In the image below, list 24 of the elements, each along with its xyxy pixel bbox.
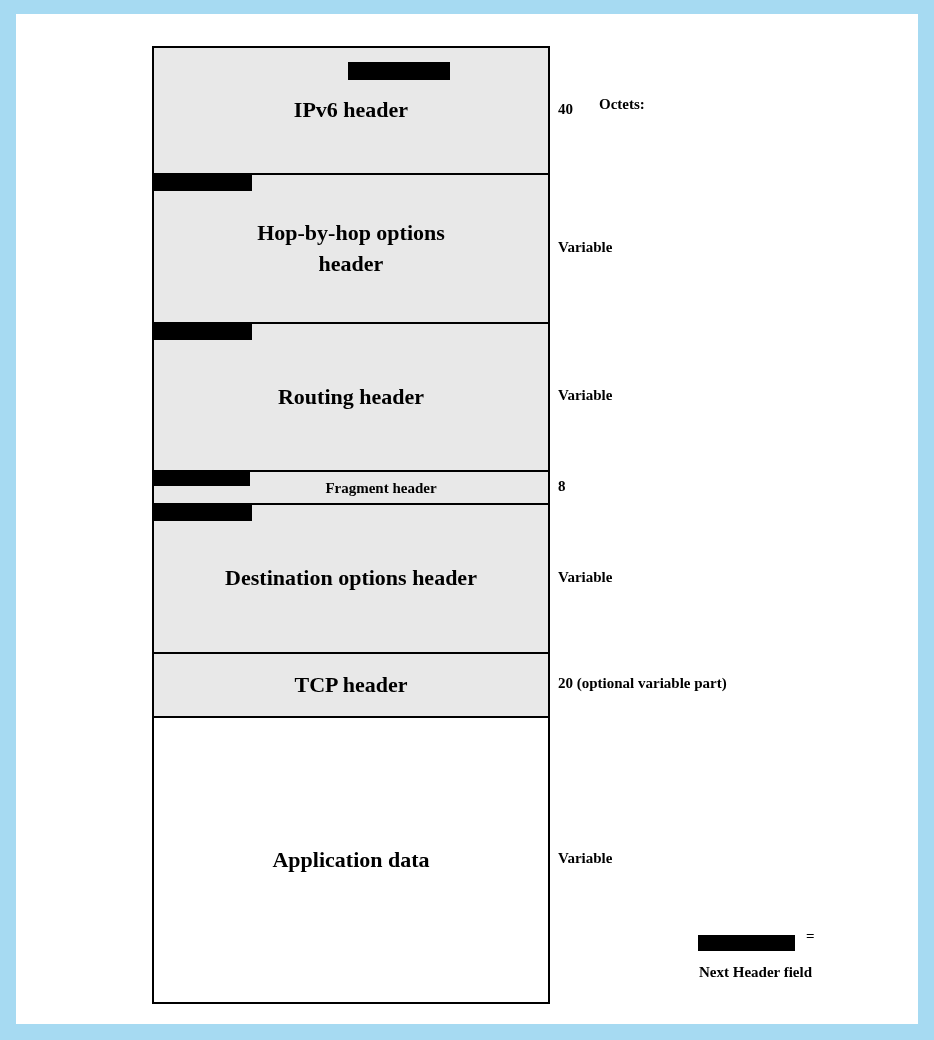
header-name: IPv6 header (293, 96, 409, 125)
equals-sign: = (806, 928, 815, 945)
octet-count: Variable (558, 238, 613, 256)
header-box (152, 652, 550, 718)
column-heading: Octets: (599, 96, 645, 113)
header-name: Routing header (277, 382, 425, 411)
header-box (152, 46, 550, 175)
octet-count: Variable (558, 850, 613, 867)
header-box (152, 470, 550, 505)
header-name: Hop-by-hop options header (256, 218, 446, 278)
octet-count: 20 (optional variable part) (558, 675, 727, 692)
header-box (152, 716, 550, 1004)
octet-count: 40 (558, 100, 573, 118)
octet-count: 8 (558, 477, 566, 495)
header-name: Fragment header (325, 479, 437, 498)
legend-text: Next Header field (699, 964, 813, 981)
header-name: TCP header (294, 670, 408, 699)
octet-count: Variable (558, 387, 613, 404)
header-box (152, 173, 550, 324)
octet-count: Variable (558, 568, 613, 586)
header-name: Application data (272, 845, 430, 874)
header-box (152, 322, 550, 472)
header-box (152, 503, 550, 654)
header-name: Destination options header (225, 564, 477, 593)
